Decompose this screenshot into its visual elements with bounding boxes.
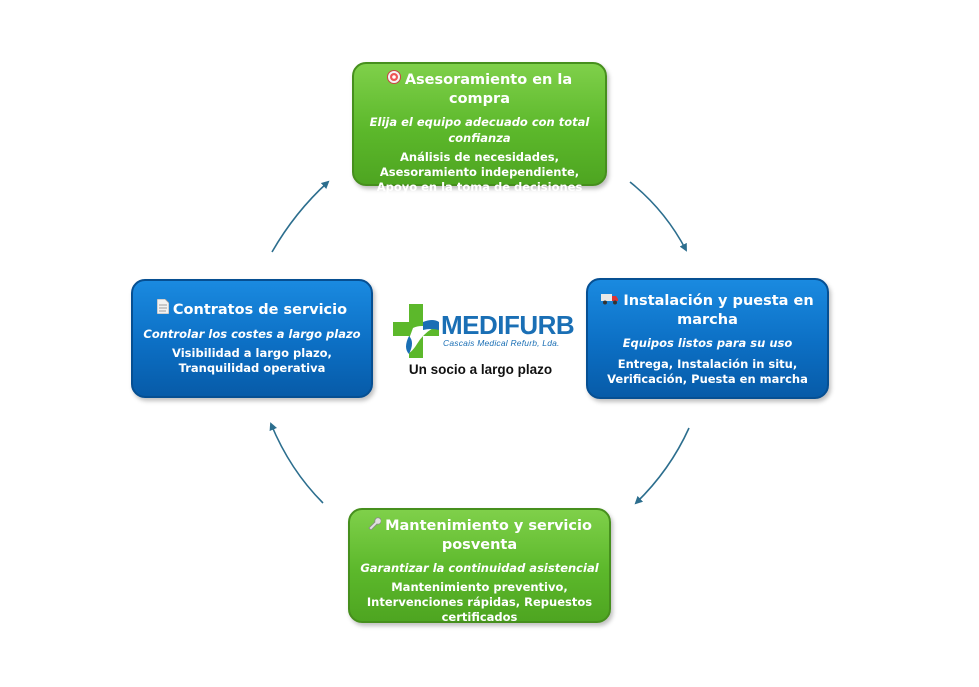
- card-body: Análisis de necesidades, Asesoramiento i…: [376, 150, 583, 194]
- document-icon: [156, 298, 170, 320]
- logo-name: MEDIFURB: [441, 310, 575, 340]
- logo-subtitle: Cascais Medical Refurb, Lda.: [443, 338, 560, 348]
- card-subtitle: Equipos listos para su uso: [622, 336, 793, 350]
- card-subtitle: Controlar los costes a largo plazo: [143, 327, 361, 341]
- card-body: Mantenimiento preventivo, Intervenciones…: [366, 580, 593, 624]
- arrow-top-to-right: [629, 181, 687, 252]
- arrow-left-to-top: [271, 180, 330, 253]
- medical-cross-logo-icon: [393, 304, 439, 358]
- company-logo: MEDIFURB Cascais Medical Refurb, Lda.: [393, 302, 578, 382]
- center-tagline: Un socio a largo plazo: [408, 362, 553, 377]
- card-title: Mantenimiento y servicio posventa: [360, 516, 599, 554]
- card-body: Visibilidad a largo plazo, Tranquilidad …: [172, 346, 332, 375]
- card-title: Instalación y puesta en marcha: [598, 292, 817, 329]
- truck-icon: [601, 292, 619, 311]
- card-title: Asesoramiento en la compra: [364, 70, 595, 108]
- card-subtitle: Garantizar la continuidad asistencial: [360, 561, 599, 575]
- card-installation: Instalación y puesta en marcha Equipos l…: [586, 278, 829, 399]
- wrench-icon: [367, 516, 382, 536]
- card-body: Entrega, Instalación in situ, Verificaci…: [607, 357, 808, 386]
- target-icon: [386, 70, 401, 90]
- card-maintenance: Mantenimiento y servicio posventa Garant…: [348, 508, 611, 624]
- card-subtitle: Elija el equipo adecuado con total confi…: [369, 115, 590, 145]
- card-service-contracts: Contratos de servicio Controlar los cost…: [131, 279, 373, 398]
- arrow-bottom-to-left: [269, 422, 324, 504]
- card-purchase-advice: Asesoramiento en la compra Elija el equi…: [352, 62, 607, 194]
- card-title: Contratos de servicio: [143, 298, 361, 320]
- arrow-right-to-bottom: [634, 427, 690, 505]
